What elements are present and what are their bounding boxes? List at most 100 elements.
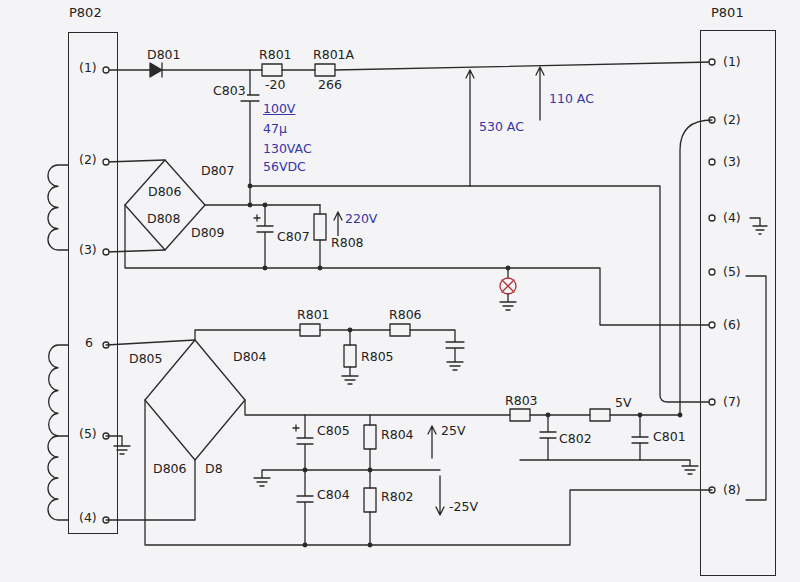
positive-rail-part <box>680 120 712 415</box>
filter-network-part <box>368 543 372 547</box>
voltage-note: 130VAC <box>262 142 313 156</box>
lamp-symbol-part <box>500 278 516 294</box>
part-label: D806 <box>152 462 187 476</box>
rectifier-bridge-part <box>195 330 300 340</box>
positive-rail-part <box>245 400 510 415</box>
pin-number: (2) <box>78 153 98 167</box>
pin-number: (3) <box>78 243 98 257</box>
part-label: R804 <box>380 428 415 442</box>
filter-network-part <box>369 512 370 545</box>
rectifier-bridge-part <box>106 340 195 520</box>
capacitor-symbol-part <box>254 205 273 268</box>
lamp-symbol <box>500 268 516 310</box>
part-label: R808 <box>330 236 365 250</box>
connector-block: P802(1)(2)(3)6(5)(4) <box>62 6 122 534</box>
pin-dot-part <box>709 322 715 328</box>
pin-number: 6 <box>84 336 94 350</box>
filter-network-part <box>254 470 440 486</box>
part-label: D807 <box>200 164 235 178</box>
part-label: D808 <box>146 212 181 226</box>
ground-symbol <box>106 218 767 454</box>
part-label: -20 <box>264 78 286 92</box>
filter-network <box>145 276 766 547</box>
ground-symbol-part <box>106 436 130 454</box>
part-label: D801 <box>146 48 181 62</box>
filter-network-part <box>297 470 313 545</box>
filter-network-part <box>303 468 307 472</box>
pin-number: (5) <box>78 427 98 441</box>
top-supply-wire-part <box>315 64 335 76</box>
filter-network-part <box>436 476 444 515</box>
filter-network-part <box>369 470 370 488</box>
resistor-symbol-part <box>319 205 320 214</box>
filter-network-part <box>368 468 372 472</box>
rectifier-bridge-part <box>106 160 165 252</box>
junction-dot-part <box>318 266 322 270</box>
top-supply-wire <box>106 62 712 186</box>
part-label: C801 <box>652 430 687 444</box>
part-label: R802 <box>380 490 415 504</box>
part-label: D804 <box>232 350 267 364</box>
part-label: 25V <box>440 424 466 438</box>
transformer-winding <box>48 165 68 520</box>
part-label: D809 <box>190 226 225 240</box>
pin-dot-part <box>709 59 715 65</box>
lamp-symbol-part <box>502 280 514 292</box>
rectifier-bridge-part <box>125 205 712 325</box>
part-label: R801 <box>296 308 331 322</box>
top-supply-wire-part <box>466 70 474 186</box>
part-label: D805 <box>128 352 163 366</box>
rectifier-bridge-part <box>205 204 320 205</box>
pin-dot-part <box>103 249 109 255</box>
top-supply-wire-part <box>536 67 544 120</box>
junction-dot <box>248 184 510 270</box>
voltage-note: 100V <box>262 102 296 116</box>
positive-rail-part <box>530 414 590 415</box>
top-supply-wire-part <box>262 64 282 76</box>
transformer-winding-part <box>58 435 68 436</box>
pin-dot-part <box>709 399 715 405</box>
voltage-note: 110 AC <box>548 92 595 106</box>
positive-rail-part <box>510 409 530 421</box>
junction-dot-part <box>506 266 510 270</box>
pin-number: (1) <box>722 55 742 69</box>
resistor-chain-part <box>300 324 320 336</box>
connector-name: P801 <box>710 6 745 20</box>
filter-network-part <box>364 488 376 512</box>
voltage-note: 220V <box>344 212 378 226</box>
connector-block: P801(1)(2)(3)(4)(5)(6)(7)(8) <box>696 6 778 576</box>
positive-rail <box>245 120 712 474</box>
part-label: R805 <box>360 350 395 364</box>
pin-number: (3) <box>722 155 742 169</box>
voltage-note: 56VDC <box>262 160 307 174</box>
rectifier-bridge-part <box>250 186 712 402</box>
top-supply-wire-part <box>150 63 162 77</box>
part-label: -25V <box>448 500 479 514</box>
pin-number: (4) <box>78 511 98 525</box>
positive-rail-part <box>590 409 610 421</box>
resistor-chain-part <box>344 345 356 367</box>
pin-dot <box>103 59 715 523</box>
filter-network-part <box>293 415 313 470</box>
pin-number: (7) <box>722 395 742 409</box>
junction-dot-part <box>263 266 267 270</box>
filter-network-part <box>303 543 307 547</box>
top-supply-wire-part <box>106 69 150 70</box>
part-label: C805 <box>316 424 351 438</box>
part-label: R801A <box>312 48 355 62</box>
part-label: D8 <box>204 462 224 476</box>
part-label: 266 <box>317 78 343 92</box>
part-label: C803 <box>212 84 247 98</box>
junction-dot-part <box>263 203 267 207</box>
lamp-symbol-part <box>500 294 516 310</box>
pin-dot-part <box>103 67 109 73</box>
resistor-chain-part <box>342 367 358 384</box>
ground-symbol-part <box>750 218 767 234</box>
pin-number: (6) <box>722 318 742 332</box>
top-supply-wire-part <box>162 63 262 77</box>
capacitor-symbol <box>254 205 273 268</box>
pin-number: (5) <box>722 265 742 279</box>
positive-rail-part <box>638 413 642 417</box>
transformer-winding-part <box>48 345 68 520</box>
part-label: D806 <box>147 185 182 199</box>
